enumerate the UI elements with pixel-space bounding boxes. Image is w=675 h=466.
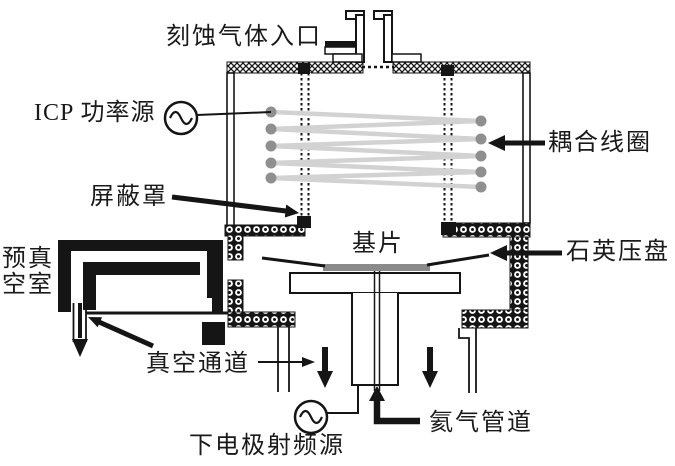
- vacuum-channel-arrow-icon: [88, 317, 155, 349]
- right-exhaust-pipe: [458, 328, 470, 393]
- upper-chamber-walls: [224, 61, 531, 238]
- coupling-coil-graphic: [265, 106, 487, 193]
- inlet-pipe2: [383, 14, 393, 63]
- label-substrate: 基片: [352, 231, 404, 257]
- exhaust-pipes: [277, 327, 477, 393]
- inlet-flange-left: [332, 53, 363, 63]
- label-vacuum-channel: 真空通道: [146, 351, 250, 377]
- label-lower-electrode-rf-source: 下电极射频源: [189, 433, 345, 459]
- electrode-assembly: [261, 253, 490, 391]
- label-etch-gas-inlet: 刻蚀气体入口: [166, 24, 322, 50]
- label-shield-cover: 屏蔽罩: [90, 184, 168, 210]
- bottom-wall-left: [227, 311, 296, 328]
- rf-ac-source-icon: [293, 386, 359, 435]
- load-lock: [58, 240, 228, 357]
- label-helium-pipe: 氦气管道: [429, 410, 533, 436]
- left-column-lower: [227, 279, 244, 314]
- top-wall-left: [226, 61, 364, 74]
- quartz-clamp-arrow-icon: [490, 245, 562, 261]
- substrate-wafer: [323, 264, 430, 271]
- annotation-arrows: [88, 135, 562, 425]
- coupling-coil-arrow-icon: [488, 135, 545, 151]
- inlet-flange-right: [391, 53, 422, 63]
- gate-valve-bar: [207, 240, 223, 298]
- label-icp-power-source: ICP 功率源: [34, 100, 156, 126]
- inlet-feed-pipe: [324, 46, 359, 55]
- quartz-clamp-left-arm: [261, 256, 326, 268]
- loadlock-vacuum-pipe: [72, 303, 87, 342]
- top-wall-right: [392, 61, 531, 74]
- gas-inlet-pipes: [324, 10, 422, 63]
- helium-pipe-arrow-icon: [369, 386, 420, 425]
- flow-down-arrow-left-icon: [317, 347, 333, 388]
- outer-wall-right: [522, 72, 531, 224]
- inlet-feed-bar: [325, 41, 359, 47]
- right-column: [509, 236, 529, 312]
- vacuum-channel-thin-arrow-icon: [258, 357, 315, 367]
- upper-bottom-wall-left: [224, 224, 306, 237]
- upper-bottom-wall-right: [442, 222, 531, 238]
- coil-turn-dots: [265, 106, 487, 193]
- icp-ac-source-icon: [163, 100, 272, 136]
- label-coupling-coil: 耦合线圈: [548, 130, 652, 156]
- label-pre-vacuum-chamber: 预真空室: [2, 246, 54, 298]
- loadlock-down-arrow-icon: [72, 339, 88, 357]
- gate-valve-block: [202, 322, 225, 345]
- lower-chamber-walls: [227, 234, 529, 329]
- shield-arrow-icon: [171, 194, 299, 218]
- quartz-clamp-right-arm: [426, 253, 490, 267]
- bottom-wall-right: [461, 309, 529, 329]
- flow-down-arrow-right-icon: [422, 347, 438, 388]
- label-quartz-clamp-plate: 石英压盘: [566, 239, 670, 265]
- left-column-upper: [227, 234, 244, 261]
